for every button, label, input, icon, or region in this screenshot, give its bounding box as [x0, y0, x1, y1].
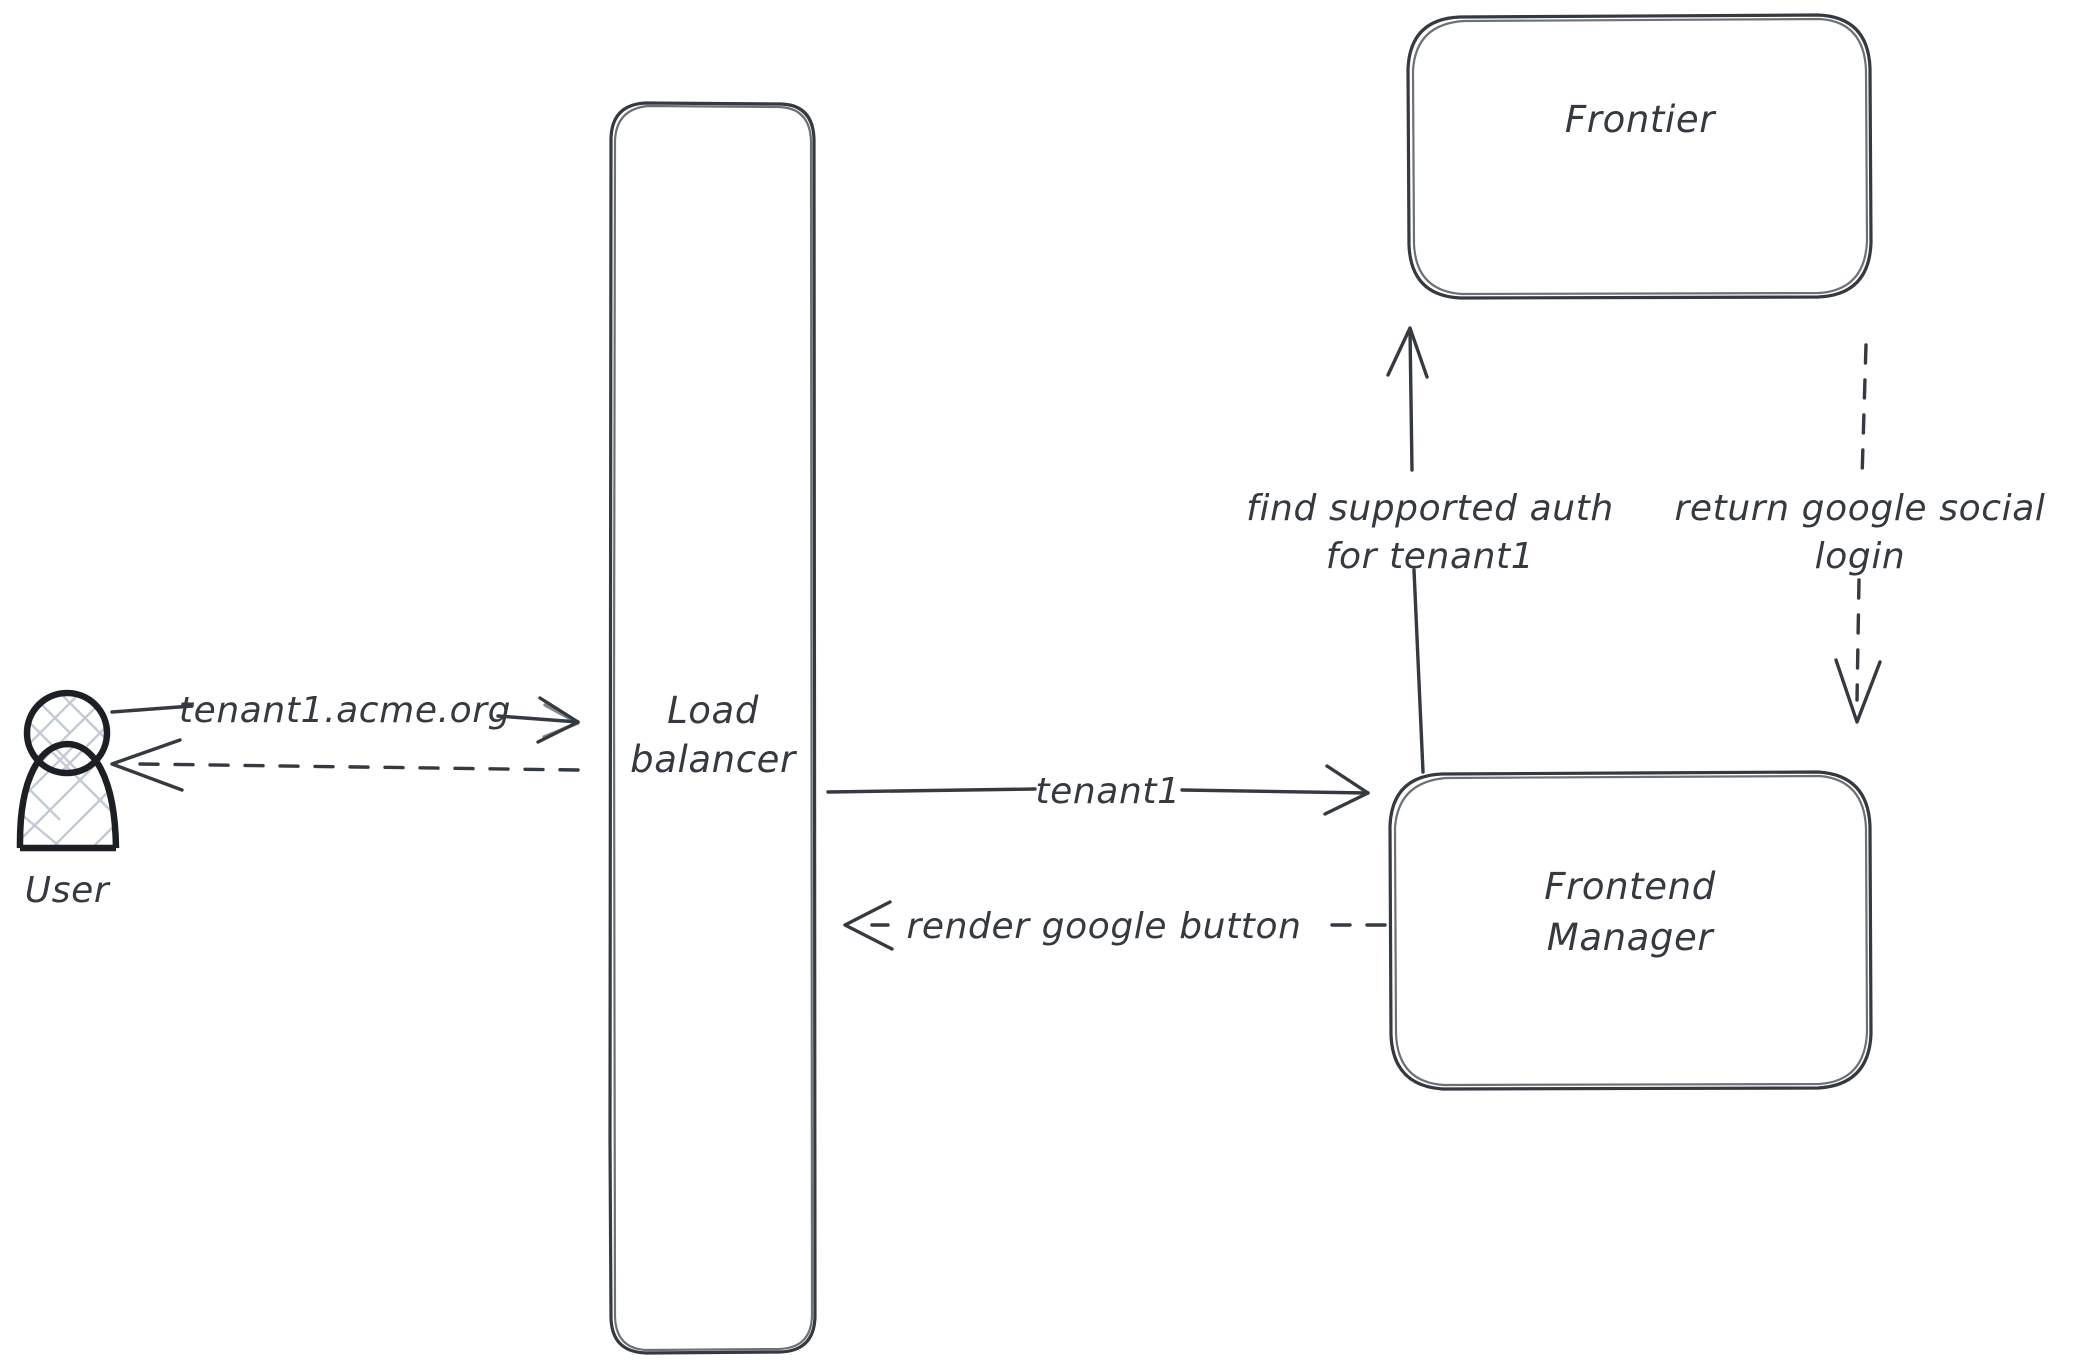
actor-body — [16, 740, 120, 849]
frontend-manager-label-line1: Frontend — [1544, 865, 1716, 908]
edge-frontier-to-frontend-manager — [1834, 343, 1882, 724]
edge-user-to-load-balancer — [110, 696, 580, 744]
load-balancer-label-line1: Load — [667, 689, 759, 732]
edge-load-balancer-to-frontend-manager — [826, 764, 1370, 816]
user-actor-icon — [16, 689, 120, 852]
node-frontend-manager[interactable] — [1388, 770, 1873, 1091]
edge-label-render-google-button: render google button — [906, 906, 1301, 947]
edge-label-tenant1: tenant1 — [1035, 771, 1180, 812]
edge-frontend-manager-to-frontier — [1386, 326, 1429, 774]
user-label: User — [25, 870, 111, 911]
frontier-label: Frontier — [1565, 98, 1717, 141]
edge-label-tenant1-acme-org: tenant1.acme.org — [179, 690, 511, 731]
load-balancer-label-line2: balancer — [630, 738, 798, 781]
actor-head — [23, 689, 111, 777]
edge-frontend-manager-to-load-balancer — [843, 900, 1387, 951]
edge-label-return-google-social-line1: return google social — [1675, 488, 2046, 529]
frontend-manager-label-line2: Manager — [1547, 916, 1716, 959]
edge-label-find-supported-auth-line1: find supported auth — [1246, 488, 1614, 529]
node-load-balancer[interactable] — [608, 101, 817, 1355]
edge-load-balancer-to-user — [110, 738, 580, 792]
edge-label-return-google-social-line2: login — [1815, 536, 1906, 577]
edge-label-find-supported-auth-line2: for tenant1 — [1326, 536, 1535, 577]
node-frontier[interactable] — [1406, 13, 1873, 300]
